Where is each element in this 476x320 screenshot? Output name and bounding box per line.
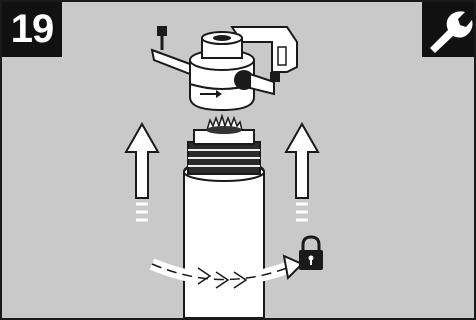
wrench-icon: [430, 11, 473, 54]
rotation-arrow-icon: [149, 254, 304, 289]
step-number: 19: [2, 2, 62, 57]
up-arrow-icon: [284, 121, 320, 222]
filter-cartridge: [183, 113, 265, 318]
up-arrow-icon: [124, 121, 160, 222]
padlock-icon: [299, 235, 323, 270]
tool-badge: [422, 2, 474, 57]
installation-illustration: [124, 26, 323, 318]
filter-head: [150, 26, 298, 112]
